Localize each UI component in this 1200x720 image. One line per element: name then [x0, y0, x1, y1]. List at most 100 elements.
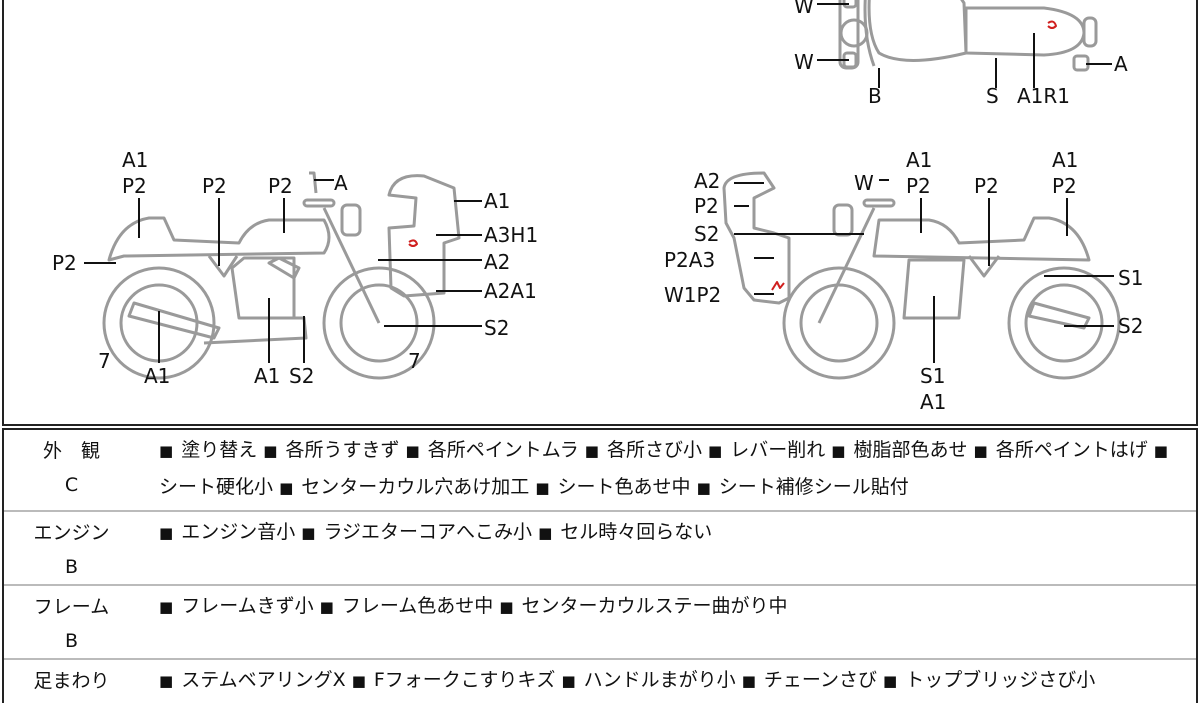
part-label: P2	[906, 174, 931, 198]
part-label: W1P2	[664, 283, 722, 307]
issue-item: 塗り替え	[181, 439, 258, 461]
part-label: W	[794, 50, 814, 74]
category-name: エンジン	[33, 522, 110, 544]
part-label: A1	[1052, 148, 1079, 172]
bullet-icon: ■	[561, 672, 576, 690]
bullet-icon: ■	[405, 442, 420, 460]
part-label: A1	[484, 189, 511, 213]
bullet-icon: ■	[319, 598, 334, 616]
right-side-motorcycle	[722, 171, 1121, 380]
issue-item: 各所さび小	[606, 439, 702, 461]
part-label: S	[986, 84, 999, 108]
issue-item: フレーム色あせ中	[341, 595, 494, 617]
part-label: S2	[1118, 314, 1144, 338]
part-label: A1	[920, 390, 947, 414]
issue-item: トップブリッジさび小	[905, 669, 1096, 691]
issue-item: シート補修シール貼付	[718, 476, 909, 498]
part-label: 7	[98, 349, 111, 373]
part-label: A1	[144, 364, 171, 388]
bullet-icon: ■	[696, 479, 711, 497]
issue-item: ステムベアリングX	[181, 669, 346, 691]
bullet-icon: ■	[883, 672, 898, 690]
part-label: S2	[289, 364, 315, 388]
table-row: エンジン B ■ エンジン音小 ■ ラジエターコアへこみ小 ■ セル時々回らない	[4, 510, 1196, 584]
part-label: S2	[484, 316, 510, 340]
category-name: 足まわり	[33, 670, 110, 692]
bullet-icon: ■	[708, 442, 723, 460]
part-label: A1	[906, 148, 933, 172]
category-grade: C	[64, 474, 79, 496]
bullet-icon: ■	[584, 442, 599, 460]
issue-item: 各所ペイントはげ	[995, 439, 1148, 461]
part-label: W	[794, 0, 814, 18]
issue-item: シート硬化小	[159, 476, 274, 498]
bullet-icon: ■	[159, 598, 174, 616]
issue-list: ■ステムベアリングX ■Fフォークこすりキズ ■ハンドルまがり小 ■チェーンさび…	[139, 660, 1196, 703]
part-label: P2	[268, 174, 293, 198]
part-label: A1	[254, 364, 281, 388]
issue-item: ハンドルまがり小	[583, 669, 736, 691]
bullet-icon: ■	[499, 598, 514, 616]
category-cell: 足まわり	[4, 660, 139, 703]
part-label: S1	[1118, 266, 1144, 290]
part-label: A1	[122, 148, 149, 172]
part-label: A2A1	[484, 279, 537, 303]
part-label: A	[334, 171, 348, 195]
part-label: A3H1	[484, 223, 539, 247]
part-label: W	[854, 171, 874, 195]
issue-item: フレームきず小	[181, 595, 314, 617]
category-name: フレーム	[33, 596, 110, 618]
issue-item: ラジエターコアへこみ小	[323, 521, 533, 543]
part-label: P2	[122, 174, 147, 198]
bullet-icon: ■	[538, 524, 553, 542]
part-label: S2	[694, 222, 720, 246]
issue-list: ■ 塗り替え ■ 各所うすきず ■ 各所ペイントムラ ■ 各所さび小 ■ レバー削れ ■ 樹…	[139, 430, 1196, 510]
issue-item: 樹脂部色あせ	[853, 439, 968, 461]
issue-item: セル時々回らない	[560, 521, 713, 543]
issue-item: エンジン音小	[181, 521, 296, 543]
issue-item: シート色あせ中	[557, 476, 691, 498]
issue-item: センターカウル穴あけ加工	[301, 476, 530, 498]
category-grade: B	[64, 556, 79, 578]
bullet-icon: ■	[301, 524, 316, 542]
bullet-icon: ■	[159, 442, 174, 460]
part-label: P2	[1052, 174, 1077, 198]
category-grade: B	[64, 630, 79, 652]
issue-list: ■ フレームきず小 ■ フレーム色あせ中 ■ センターカウルステー曲がり中	[139, 586, 1196, 658]
issue-item: 各所うすきず	[285, 439, 400, 461]
issue-item: チェーンさび	[763, 669, 877, 691]
bullet-icon: ■	[1153, 442, 1168, 460]
table-row: フレーム B ■ フレームきず小 ■ フレーム色あせ中 ■ センターカウルステー曲がり中	[4, 584, 1196, 658]
part-label: A2	[484, 250, 511, 274]
bullet-icon: ■	[535, 479, 550, 497]
issue-item: レバー削れ	[730, 439, 826, 461]
part-label: P2A3	[664, 248, 716, 272]
part-label: P2	[694, 194, 719, 218]
part-label: P2	[202, 174, 227, 198]
part-label: A1R1	[1017, 84, 1071, 108]
bullet-icon: ■	[973, 442, 988, 460]
bullet-icon: ■	[351, 672, 366, 690]
part-label: B	[868, 84, 882, 108]
bullet-icon: ■	[831, 442, 846, 460]
bullet-icon: ■	[263, 442, 278, 460]
motorcycle-outlines	[84, 0, 1121, 380]
part-label: A2	[694, 169, 721, 193]
issue-item: センターカウルステー曲がり中	[521, 595, 788, 617]
part-label: S1	[920, 364, 946, 388]
bullet-icon: ■	[279, 479, 294, 497]
bullet-icon: ■	[159, 524, 174, 542]
issue-item: 各所ペイントムラ	[427, 439, 579, 461]
part-label: P2	[974, 174, 999, 198]
bullet-icon: ■	[159, 672, 174, 690]
issue-list: ■ エンジン音小 ■ ラジエターコアへこみ小 ■ セル時々回らない	[139, 512, 1196, 584]
bullet-icon: ■	[741, 672, 756, 690]
leader-lines	[84, 3, 1114, 363]
top-view-motorcycle	[838, 0, 1098, 72]
category-cell: フレーム B	[4, 586, 139, 658]
part-label: A	[1114, 52, 1128, 76]
